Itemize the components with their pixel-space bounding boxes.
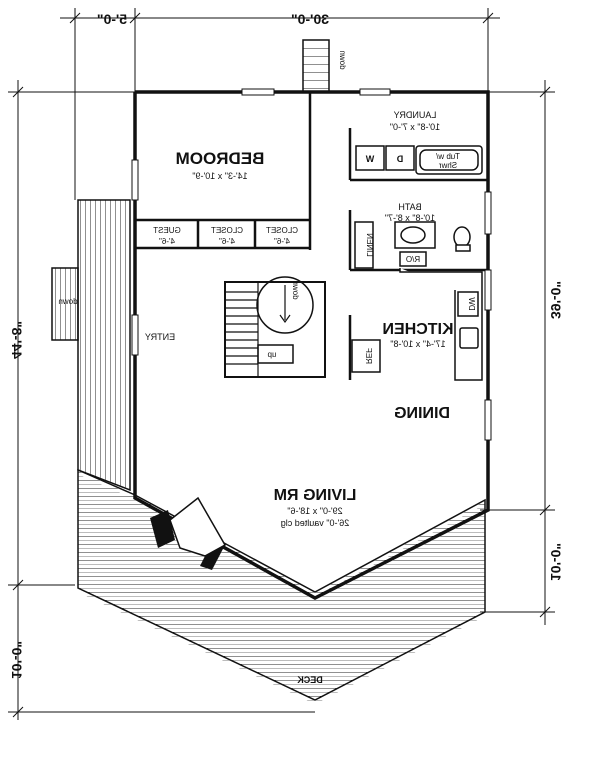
dryer [385,145,415,171]
kitchen-sink [459,327,479,349]
ref-label: REF [364,348,373,364]
dryer-label: D [396,154,403,164]
laundry-fixtures [355,145,483,175]
linen-closet [354,221,374,269]
bath-name: BATH [398,202,421,212]
dimension-lines [8,8,555,720]
range-oven [399,251,427,267]
living-name: LIVING RM [274,487,357,504]
sink [400,226,426,244]
rear-down-label: down [338,50,347,69]
tub-label-top: Tub w/ [435,152,459,161]
living-size: 29'-0" x 18'-6" [287,506,342,516]
entry-label: ENTRY [145,332,175,342]
range-oven-label: R/O [406,255,420,264]
exterior-walls [133,90,490,600]
deck [51,39,486,704]
dim-left-upper: 44'-8" [9,321,25,359]
kitchen-fixtures [351,268,483,381]
closet-1-size: 4'-6" [219,237,235,246]
fireplace [150,496,227,570]
bedroom-name: BEDROOM [176,149,265,168]
washer-label: W [365,154,374,164]
dishwasher [457,291,479,317]
tub-label-bottom: Shwr [439,161,458,170]
dw-label: DW [467,297,476,311]
toilet [453,226,471,248]
dim-right-upper: 39'-0" [548,281,564,319]
windows [131,88,492,441]
washer [355,145,385,171]
dining-name: DINING [394,405,450,422]
stair-down-label: down [291,280,300,299]
interior-walls [135,92,488,380]
laundry-name: LAUNDRY [394,110,437,120]
living-note: 26'-0" vaulted clg [281,518,349,528]
linen-label: LINEN [365,233,374,257]
closet-2-size: 4'-6" [274,237,290,246]
kitchen-name: KITCHEN [382,321,453,338]
dim-top-main: 30'-0" [291,11,329,27]
closet-2-name: CLOSET [266,226,298,235]
laundry-size: 10'-8" x 7'-0" [390,122,440,132]
bath-fixtures [354,221,471,269]
closet-1-name: CLOSET [211,226,243,235]
kitchen-size: 17'-4" x 10'-8" [390,339,445,349]
dim-right-lower: 10'-0" [548,543,564,581]
stair-up-label: up [267,350,276,359]
bath-size: 10'-8" x 8'-7" [385,213,435,223]
refrigerator [351,339,381,373]
deck-down-label: down [58,297,77,306]
stairs [224,276,326,378]
dim-top-left: 5'-0" [97,11,127,27]
bedroom-size: 14'-3" x 10'-9" [192,171,247,181]
deck-label: DECK [297,675,323,685]
dim-left-lower: 10'-0" [9,641,25,679]
guest-closet-name: GUEST [153,226,181,235]
guest-closet-size: 4'-6" [159,237,175,246]
